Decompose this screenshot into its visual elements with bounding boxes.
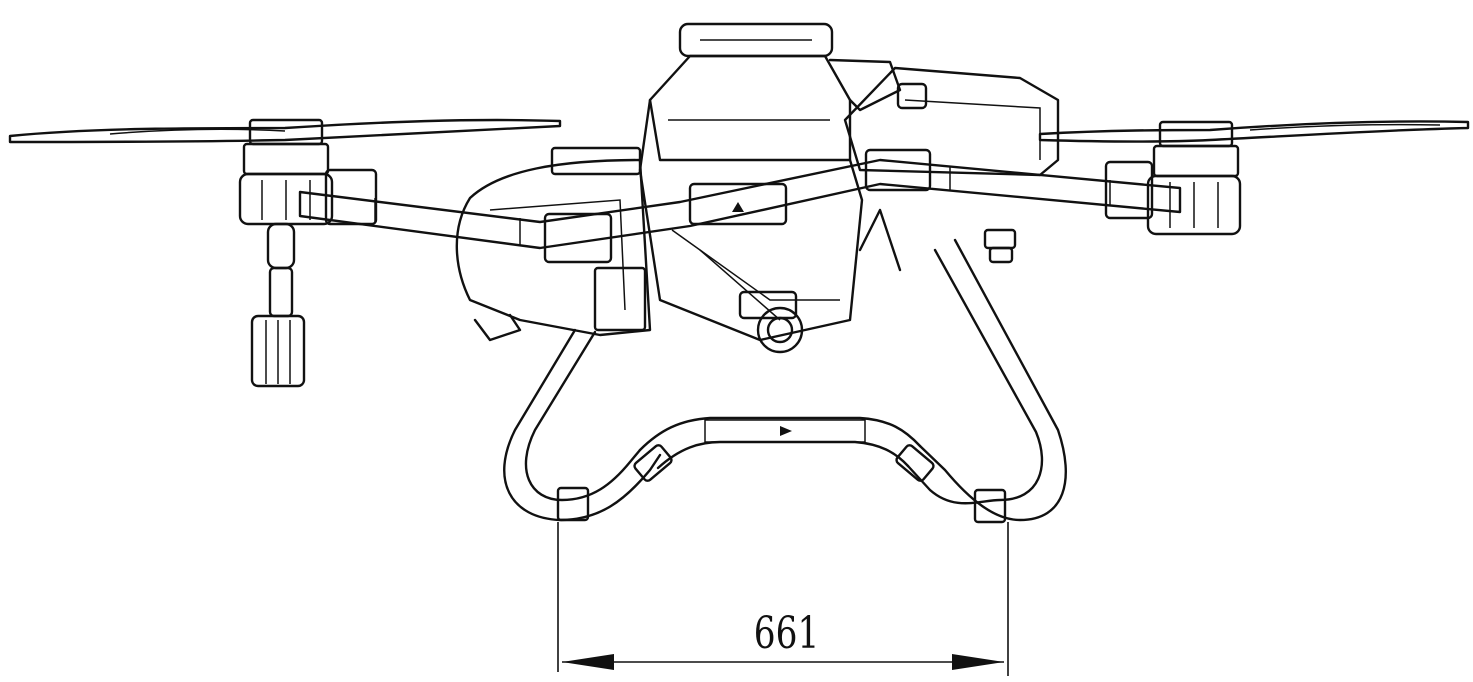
- spray-tank: [638, 22, 1060, 342]
- right-propeller: [1038, 120, 1470, 143]
- arms: [298, 148, 1182, 264]
- dimension-arrow-right: [952, 654, 1004, 670]
- right-motor: [1104, 120, 1242, 236]
- right-fitting: [858, 208, 1017, 272]
- dimension-arrow-left: [562, 654, 614, 670]
- left-spray-nozzle: [250, 222, 306, 388]
- dimension-label: 661: [753, 608, 820, 659]
- landing-gear: [503, 238, 1067, 524]
- left-housing: [455, 146, 652, 342]
- camera-gimbal: [738, 290, 804, 354]
- dimension-661: [557, 522, 1009, 676]
- left-propeller: [8, 118, 562, 144]
